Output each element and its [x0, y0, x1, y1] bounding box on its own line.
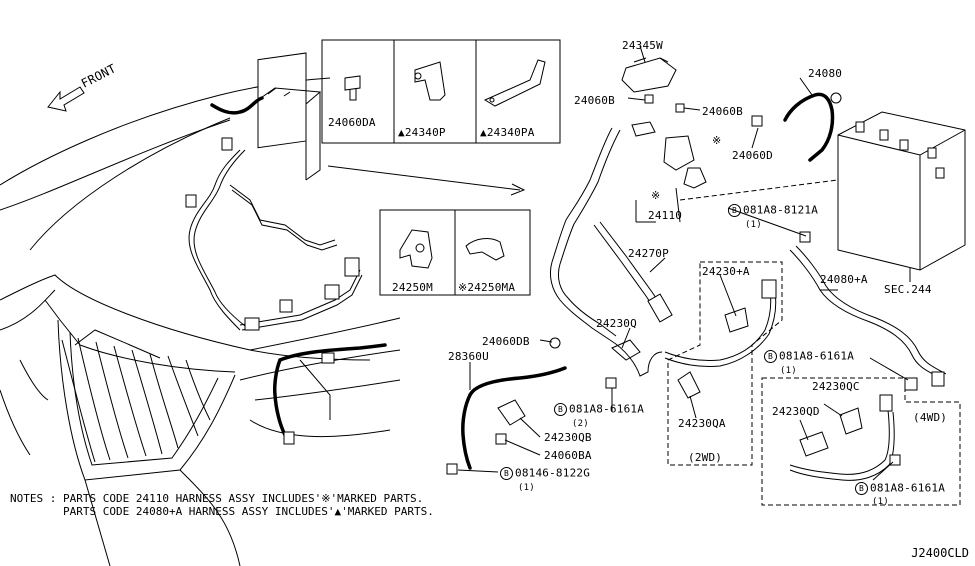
section-244: SEC.244: [884, 283, 932, 296]
pointer-arrow-icon: [327, 165, 526, 196]
part-24060BA: 24060BA: [544, 449, 592, 462]
part-24060D: 24060D: [732, 149, 773, 162]
left-harness-assembly: [185, 52, 363, 331]
inset-box-middle: [379, 209, 531, 296]
front-arrow-icon: [47, 86, 85, 112]
part-24230A: 24230+A: [702, 265, 750, 278]
bracket-24230A: [664, 261, 783, 466]
ground-cable-28360U: [446, 337, 567, 475]
cable-24080A: [789, 231, 947, 391]
part-24230QC: 24230QC: [812, 380, 860, 393]
bolt-symbol-icon: B: [554, 403, 567, 416]
bolt-symbol-icon: B: [764, 350, 777, 363]
part-24250MA: ※24250MA: [458, 281, 516, 294]
part-24080: 24080: [808, 67, 843, 80]
part-code-text: 08146-8122G: [515, 466, 591, 480]
battery-right: [679, 111, 966, 271]
part-code-text: 081A8-6161A: [569, 402, 645, 416]
part-24345W: 24345W: [622, 39, 663, 52]
bolt-symbol-icon: B: [855, 482, 868, 495]
sensor-24345W: [621, 57, 685, 113]
star-mark-lower: ※: [651, 189, 661, 202]
vehicle-body-outline: [0, 77, 401, 566]
qty-081A8-6161A-lower: (1): [872, 497, 889, 507]
bracket-4wd-box: [761, 377, 961, 506]
notes-line-1: NOTES : PARTS CODE 24110 HARNESS ASSY IN…: [10, 492, 424, 505]
leader-lines: [457, 45, 911, 481]
qty-08146-8122G: (1): [518, 483, 535, 493]
bolt-symbol-icon: B: [500, 467, 513, 480]
part-28360U: 28360U: [448, 350, 489, 363]
part-24060DB: 24060DB: [482, 335, 530, 348]
part-24230QA: 24230QA: [678, 417, 726, 430]
qty-081A8-6161A-mid: (2): [572, 419, 589, 429]
qty-081A8-6161A-upper: (1): [780, 366, 797, 376]
part-24230Q: 24230Q: [596, 317, 637, 330]
label-2wd: (2WD): [688, 451, 723, 464]
part-24080A: 24080+A: [820, 273, 868, 286]
part-24110: 24110: [648, 209, 683, 222]
part-code-text: 081A8-8121A: [743, 203, 819, 217]
harness-24110: [549, 121, 707, 377]
part-24060B-right: 24060B: [702, 105, 743, 118]
part-24270P: 24270P: [628, 247, 669, 260]
bolt-symbol-icon: B: [728, 204, 741, 217]
part-24340P: ▲24340P: [398, 126, 446, 139]
star-mark-upper: ※: [712, 134, 722, 147]
part-24060DA: 24060DA: [328, 116, 376, 129]
inset-box-top: [321, 39, 561, 144]
part-24340PA: ▲24340PA: [480, 126, 535, 139]
notes-line-2: PARTS CODE 24080+A HARNESS ASSY INCLUDES…: [10, 505, 434, 518]
part-24230QB: 24230QB: [544, 431, 592, 444]
part-code-text: 081A8-6161A: [779, 349, 855, 363]
part-24060B-left: 24060B: [574, 94, 615, 107]
part-24250M: 24250M: [392, 281, 433, 294]
part-24230QD: 24230QD: [772, 405, 820, 418]
qty-081A8-8121A: (1): [745, 220, 762, 230]
label-4wd: (4WD): [913, 411, 948, 424]
ground-cable-car: [273, 343, 387, 445]
diagram-code: J2400CLD: [911, 546, 969, 560]
part-code-text: 081A8-6161A: [870, 481, 946, 495]
battery-cable-24080: [751, 92, 842, 162]
